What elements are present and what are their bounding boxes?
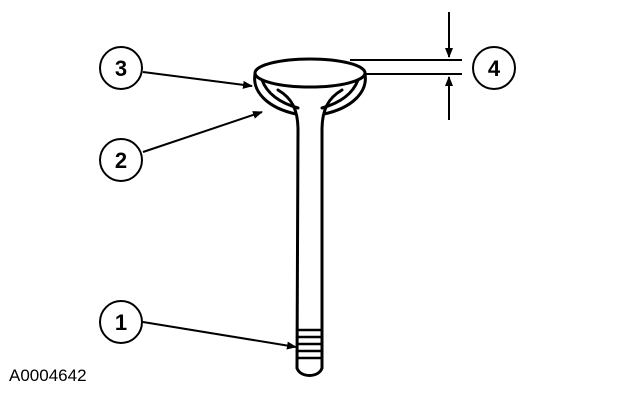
leader-arrow-1 — [142, 321, 297, 350]
callout-4-label: 4 — [488, 56, 501, 81]
callout-1: 1 — [99, 300, 143, 344]
figure-id: A0004642 — [9, 366, 87, 385]
leader-lines — [142, 71, 297, 350]
valve-stem-left — [295, 128, 300, 370]
callout-2-label: 2 — [115, 148, 127, 173]
valve-face — [253, 72, 367, 116]
valve-head-top — [253, 57, 367, 89]
callout-1-label: 1 — [115, 310, 127, 335]
callout-2: 2 — [99, 138, 143, 182]
margin-dimension — [350, 12, 462, 120]
valve-stem-tip — [295, 366, 324, 377]
valve-drawing — [253, 57, 367, 377]
leader-arrow-3 — [142, 71, 253, 89]
valve-fillet — [276, 88, 344, 132]
keeper-grooves — [295, 328, 324, 360]
callout-3: 3 — [99, 46, 143, 90]
callout-3-label: 3 — [115, 56, 127, 81]
callout-4: 4 — [472, 46, 516, 90]
leader-arrow-2 — [142, 111, 263, 153]
